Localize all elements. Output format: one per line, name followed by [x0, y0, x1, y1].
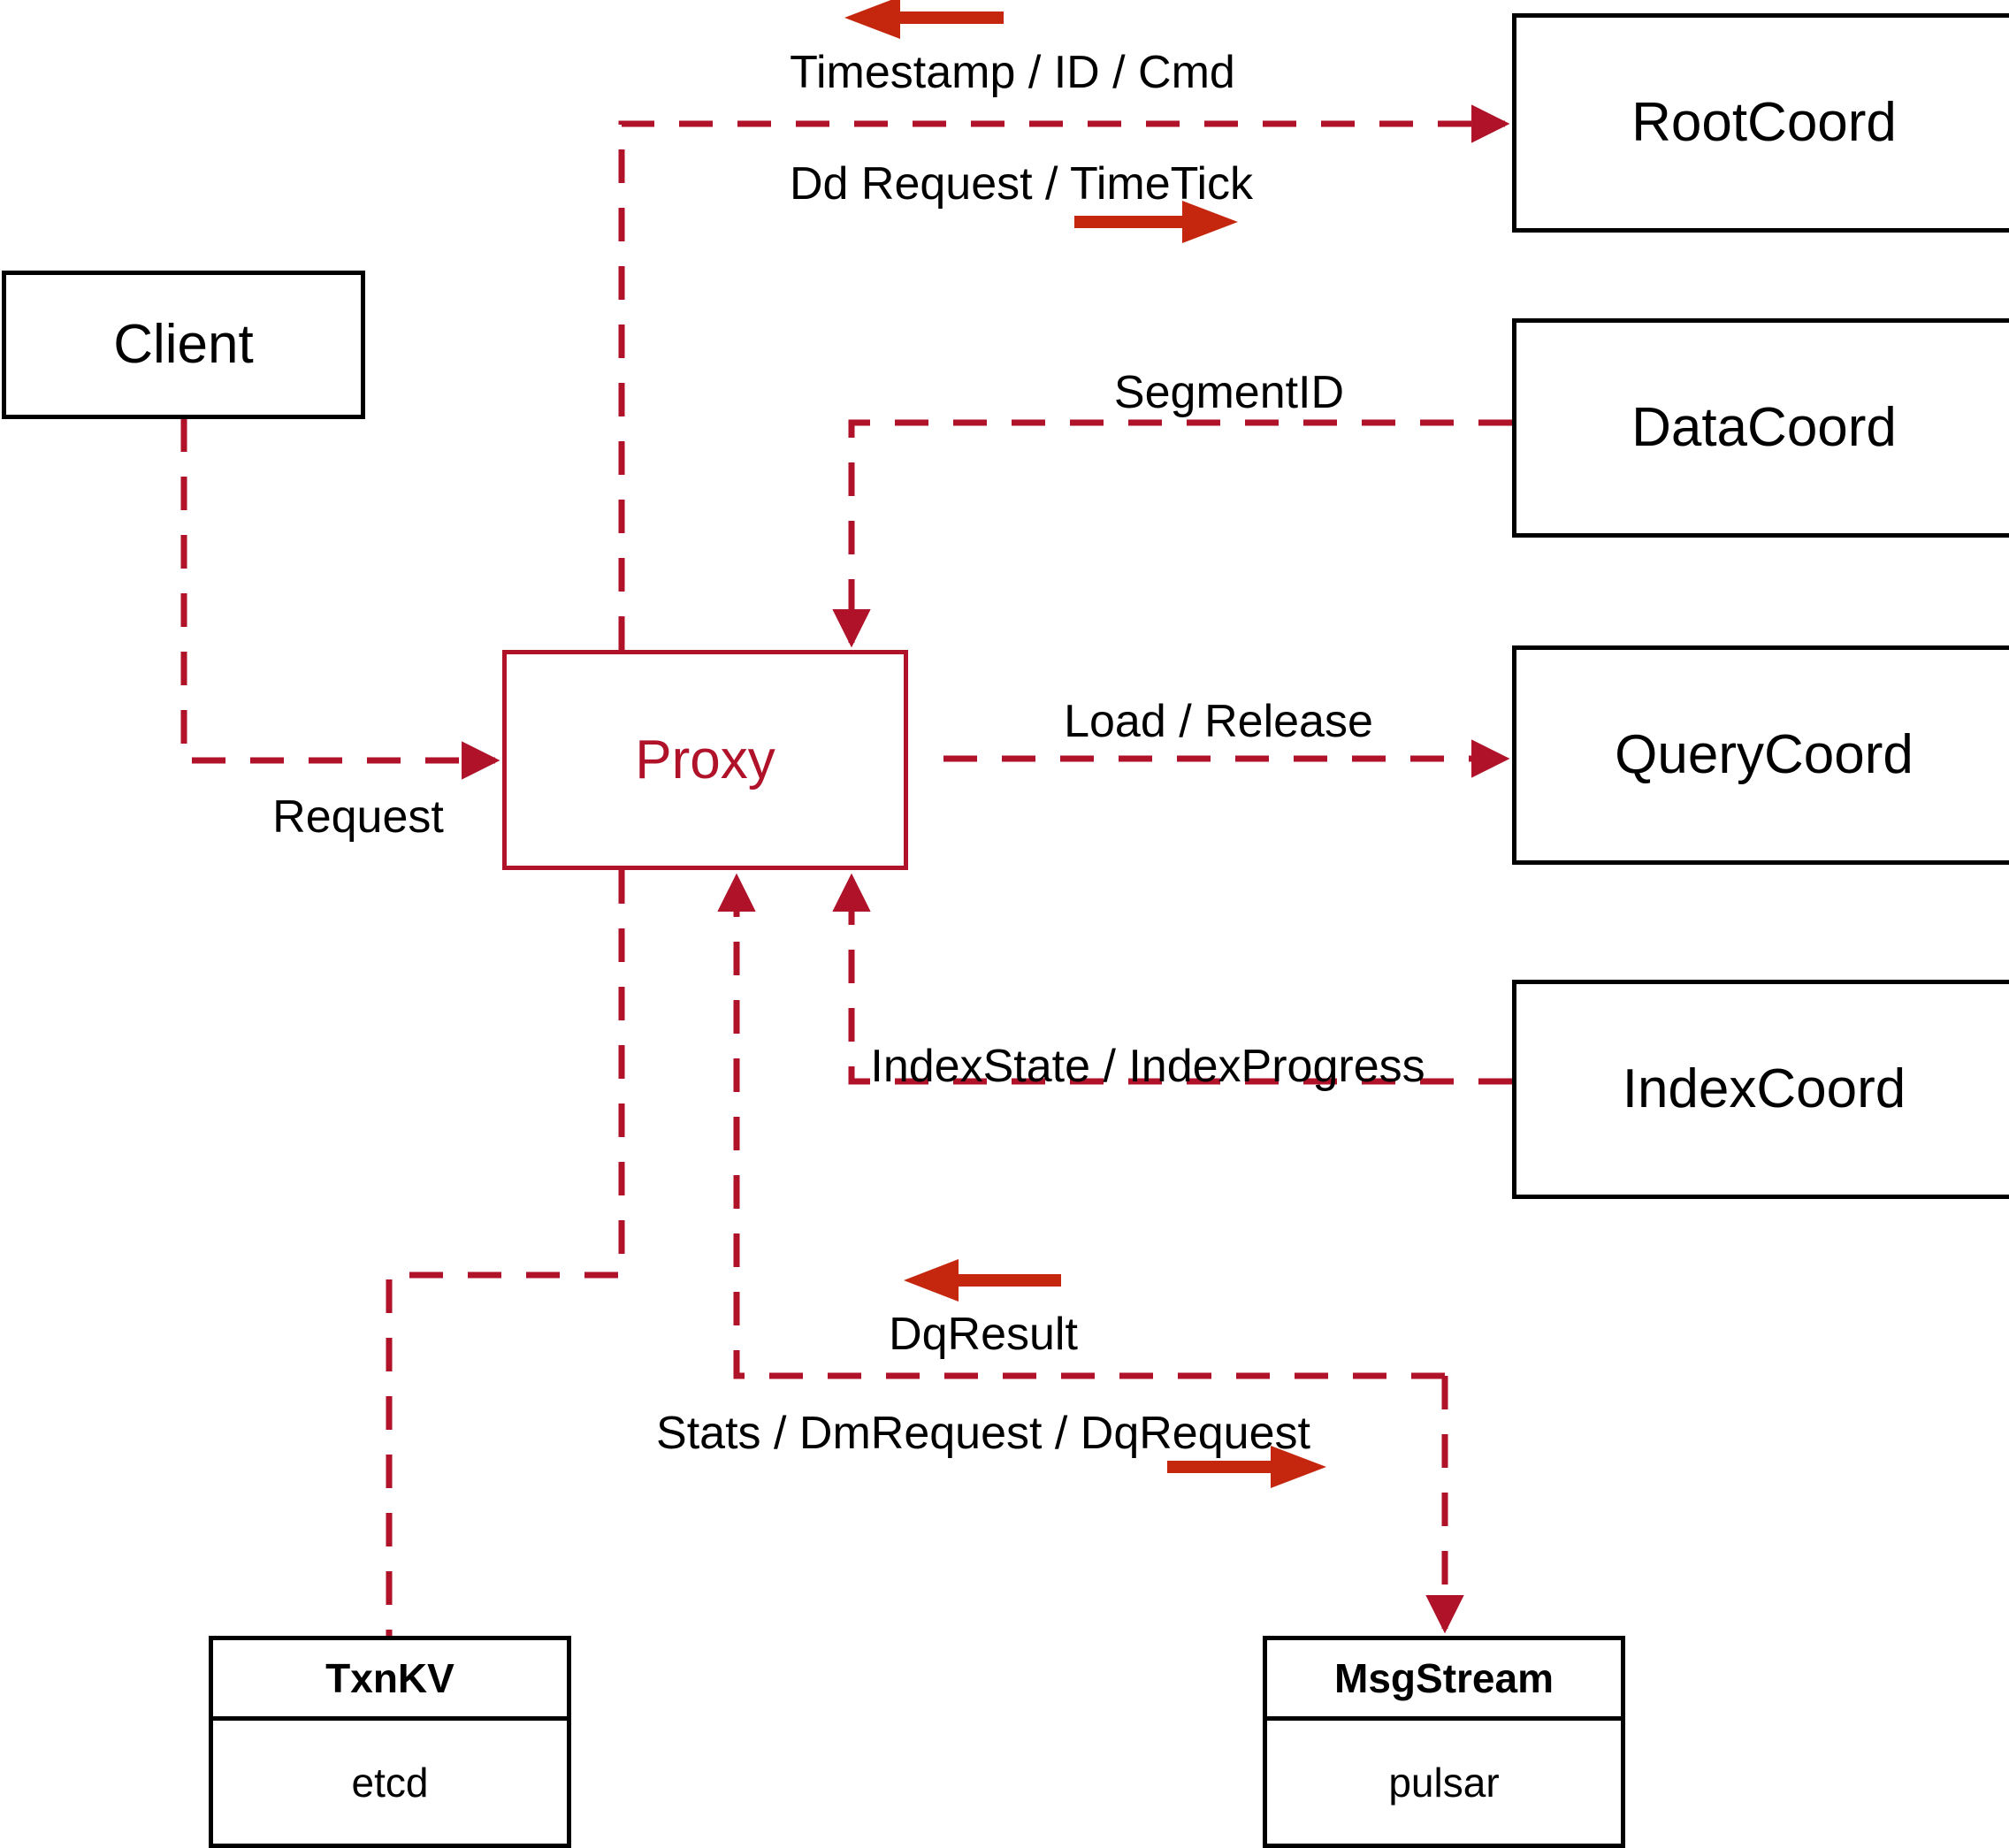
edge-label-timestamp-id-cmd: Timestamp / ID / Cmd: [790, 47, 1235, 98]
node-indexcoord[interactable]: IndexCoord: [1512, 980, 2009, 1199]
edge-label-dq-result: DqResult: [889, 1309, 1078, 1360]
edge-label-segment-id: SegmentID: [1113, 367, 1345, 418]
node-msgstream[interactable]: MsgStream pulsar: [1263, 1636, 1625, 1848]
node-proxy[interactable]: Proxy: [502, 650, 908, 870]
edge-client-to-proxy: [180, 418, 500, 780]
node-proxy-label: Proxy: [635, 729, 775, 790]
direction-arrow-dq-result: [904, 1259, 1061, 1302]
edge-datacoord-to-proxy: [832, 419, 1512, 648]
node-client-label: Client: [113, 314, 254, 375]
node-datacoord-label: DataCoord: [1631, 397, 1897, 458]
node-querycoord-label: QueryCoord: [1615, 724, 1914, 785]
node-client[interactable]: Client: [2, 271, 365, 419]
node-msgstream-impl: pulsar: [1388, 1759, 1500, 1806]
node-msgstream-title: MsgStream: [1267, 1640, 1621, 1721]
edge-label-dd-request-timetick: Dd Request / TimeTick: [789, 158, 1254, 210]
direction-arrow-stats-dm-dq-request: [1167, 1446, 1326, 1488]
edge-proxy-to-rootcoord: [618, 104, 1510, 650]
node-txnkv-title: TxnKV: [213, 1640, 567, 1721]
direction-arrow-timestamp-id-cmd: [844, 0, 1004, 39]
node-rootcoord[interactable]: RootCoord: [1512, 13, 2009, 233]
node-indexcoord-label: IndexCoord: [1622, 1058, 1906, 1119]
edge-label-request: Request: [272, 791, 444, 843]
node-txnkv-impl: etcd: [351, 1759, 429, 1806]
node-rootcoord-label: RootCoord: [1631, 92, 1897, 153]
edge-label-index-state-progress: IndexState / IndexProgress: [870, 1041, 1425, 1092]
edge-label-load-release: Load / Release: [1064, 696, 1373, 747]
node-txnkv[interactable]: TxnKV etcd: [209, 1636, 571, 1848]
node-datacoord[interactable]: DataCoord: [1512, 318, 2009, 538]
edge-label-stats-dm-dq-request: Stats / DmRequest / DqRequest: [656, 1408, 1310, 1459]
direction-arrow-dd-request-timetick: [1074, 201, 1238, 243]
edge-msgstream-to-proxy: [717, 873, 1445, 1379]
node-querycoord[interactable]: QueryCoord: [1512, 645, 2009, 865]
edge-proxy-to-txnkv: [386, 870, 625, 1636]
edge-indexcoord-to-proxy: [832, 873, 1512, 1085]
